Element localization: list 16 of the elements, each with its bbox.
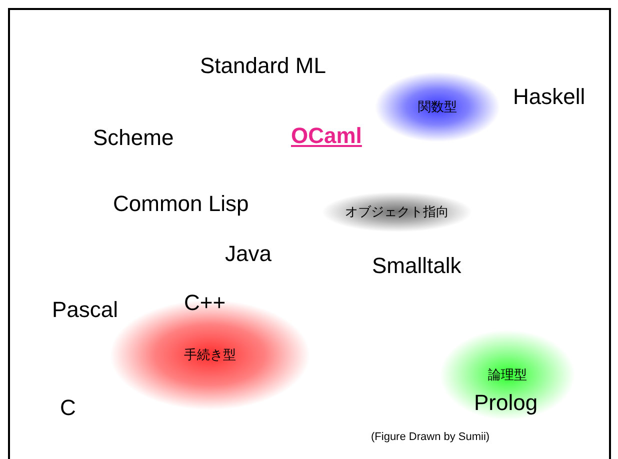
category-label: 関数型 (418, 98, 457, 116)
language-name: Standard ML (200, 55, 326, 77)
language-name: Java (225, 243, 272, 265)
credit-note: (Figure Drawn by Sumii) (371, 432, 490, 443)
category-label: 手続き型 (184, 346, 236, 364)
language-name: Prolog (474, 392, 538, 414)
category-label: 論理型 (488, 366, 527, 384)
language-name: Haskell (513, 86, 586, 108)
language-name: C (60, 397, 76, 419)
language-name: Pascal (52, 299, 118, 321)
language-name: Scheme (93, 127, 174, 149)
language-name: OCaml (291, 125, 362, 147)
language-name: C++ (184, 292, 226, 314)
category-label: オブジェクト指向 (345, 203, 449, 222)
language-name: Common Lisp (113, 193, 249, 215)
language-name: Smalltalk (372, 255, 462, 277)
